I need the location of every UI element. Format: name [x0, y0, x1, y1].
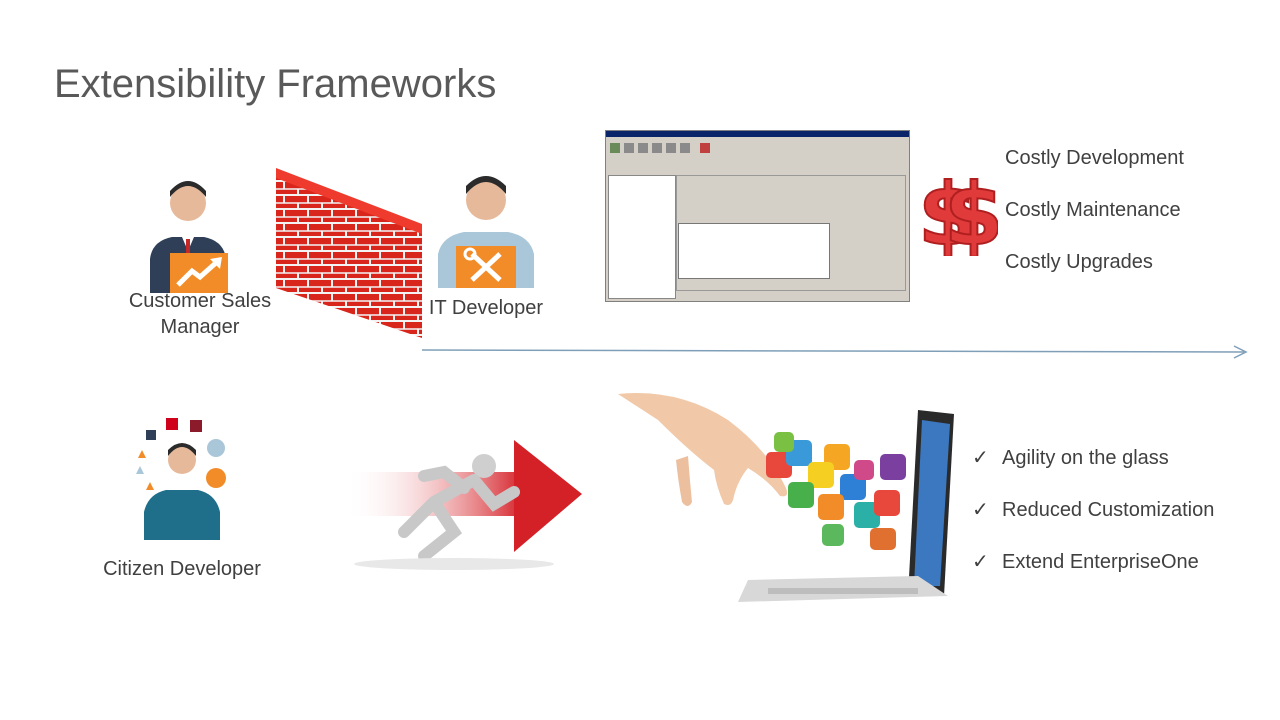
- benefit-item: ✓ Agility on the glass: [972, 445, 1169, 470]
- it-developer-label: IT Developer: [428, 297, 544, 319]
- svg-text:$: $: [944, 165, 998, 256]
- running-man-arrow-image: [344, 440, 582, 570]
- grid-panel: [678, 223, 830, 279]
- toolbar-icons: [610, 143, 710, 153]
- benefit-item: ✓ Extend EnterpriseOne: [972, 549, 1199, 574]
- citizen-developer-label: Citizen Developer: [103, 558, 261, 580]
- dollar-icon: $ $: [918, 164, 998, 256]
- sales-manager-label: Customer Sales Manager: [128, 290, 272, 338]
- benefit-label: Reduced Customization: [1002, 499, 1215, 521]
- check-icon: ✓: [972, 499, 989, 521]
- timeline-arrow: [421, 345, 1248, 359]
- svg-text:$: $: [918, 165, 978, 256]
- check-icon: ✓: [972, 447, 989, 469]
- hand-laptop-apps-image: [618, 393, 954, 602]
- cost-item: Costly Upgrades: [1005, 251, 1153, 273]
- brick-wall-image: [276, 168, 422, 338]
- benefit-item: ✓ Reduced Customization: [972, 497, 1214, 522]
- citizen-developer-icon: [136, 418, 226, 540]
- cost-item: Costly Maintenance: [1005, 199, 1181, 221]
- legacy-app-screenshot: [605, 130, 910, 302]
- it-developer-icon: [438, 176, 534, 288]
- tree-panel: [608, 175, 676, 299]
- benefit-label: Agility on the glass: [1002, 447, 1169, 469]
- benefit-label: Extend EnterpriseOne: [1002, 551, 1199, 573]
- window-titlebar: [606, 131, 909, 137]
- sales-manager-icon: [150, 181, 228, 293]
- cost-item: Costly Development: [1005, 147, 1184, 169]
- slide-title: Extensibility Frameworks: [54, 62, 497, 106]
- check-icon: ✓: [972, 551, 989, 573]
